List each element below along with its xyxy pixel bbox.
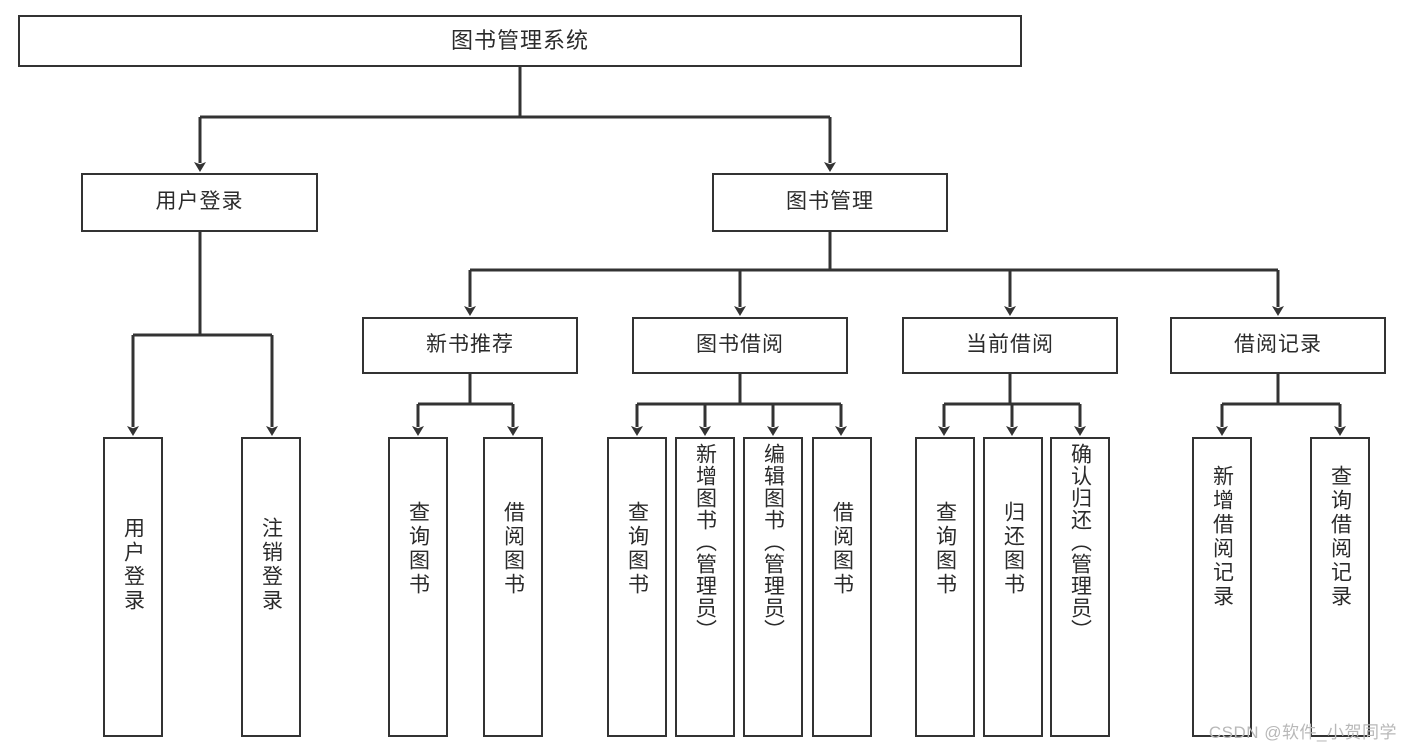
node-root-book-management-system[interactable]: 图书管理系统 xyxy=(18,15,1022,67)
node-label: 查询图书 xyxy=(406,501,430,597)
node-label: 查询借阅记录 xyxy=(1328,465,1352,609)
node-label: 借阅图书 xyxy=(830,501,854,597)
node-leaf-borrow-book[interactable]: 借阅图书 xyxy=(812,437,872,737)
node-label: 当前借阅 xyxy=(966,333,1054,357)
node-label: 归还图书 xyxy=(1001,501,1025,597)
node-label: 新书推荐 xyxy=(426,333,514,357)
node-leaf-query-book-borrow[interactable]: 查询图书 xyxy=(607,437,667,737)
node-label: 新增借阅记录 xyxy=(1210,465,1234,609)
node-leaf-add-book-admin[interactable]: 新增图书（管理员） xyxy=(675,437,735,737)
node-label: 图书管理 xyxy=(786,190,874,214)
node-label: 编辑图书（管理员） xyxy=(761,443,785,641)
node-label: 查询图书 xyxy=(625,501,649,597)
node-borrow-record[interactable]: 借阅记录 xyxy=(1170,317,1386,374)
node-leaf-query-book-current[interactable]: 查询图书 xyxy=(915,437,975,737)
node-leaf-edit-book-admin[interactable]: 编辑图书（管理员） xyxy=(743,437,803,737)
node-label: 用户登录 xyxy=(121,517,145,613)
node-label: 借阅图书 xyxy=(501,501,525,597)
node-label: 借阅记录 xyxy=(1234,333,1322,357)
node-leaf-user-logout[interactable]: 注销登录 xyxy=(241,437,301,737)
node-label: 注销登录 xyxy=(259,517,283,613)
node-leaf-return-book[interactable]: 归还图书 xyxy=(983,437,1043,737)
node-label: 图书借阅 xyxy=(696,333,784,357)
node-leaf-borrow-book-recommend[interactable]: 借阅图书 xyxy=(483,437,543,737)
node-label: 用户登录 xyxy=(155,190,244,214)
node-book-management[interactable]: 图书管理 xyxy=(712,173,948,232)
node-leaf-query-book-recommend[interactable]: 查询图书 xyxy=(388,437,448,737)
node-current-borrow[interactable]: 当前借阅 xyxy=(902,317,1118,374)
node-user-login[interactable]: 用户登录 xyxy=(81,173,318,232)
node-label: 查询图书 xyxy=(933,501,957,597)
node-label: 新增图书（管理员） xyxy=(693,443,717,641)
node-label: 图书管理系统 xyxy=(450,28,589,54)
node-leaf-user-login[interactable]: 用户登录 xyxy=(103,437,163,737)
node-label: 确认归还（管理员） xyxy=(1068,443,1092,641)
node-leaf-query-borrow-record[interactable]: 查询借阅记录 xyxy=(1310,437,1370,737)
node-leaf-confirm-return-admin[interactable]: 确认归还（管理员） xyxy=(1050,437,1110,737)
node-book-borrow[interactable]: 图书借阅 xyxy=(632,317,848,374)
node-leaf-add-borrow-record[interactable]: 新增借阅记录 xyxy=(1192,437,1252,737)
node-new-book-recommend[interactable]: 新书推荐 xyxy=(362,317,578,374)
